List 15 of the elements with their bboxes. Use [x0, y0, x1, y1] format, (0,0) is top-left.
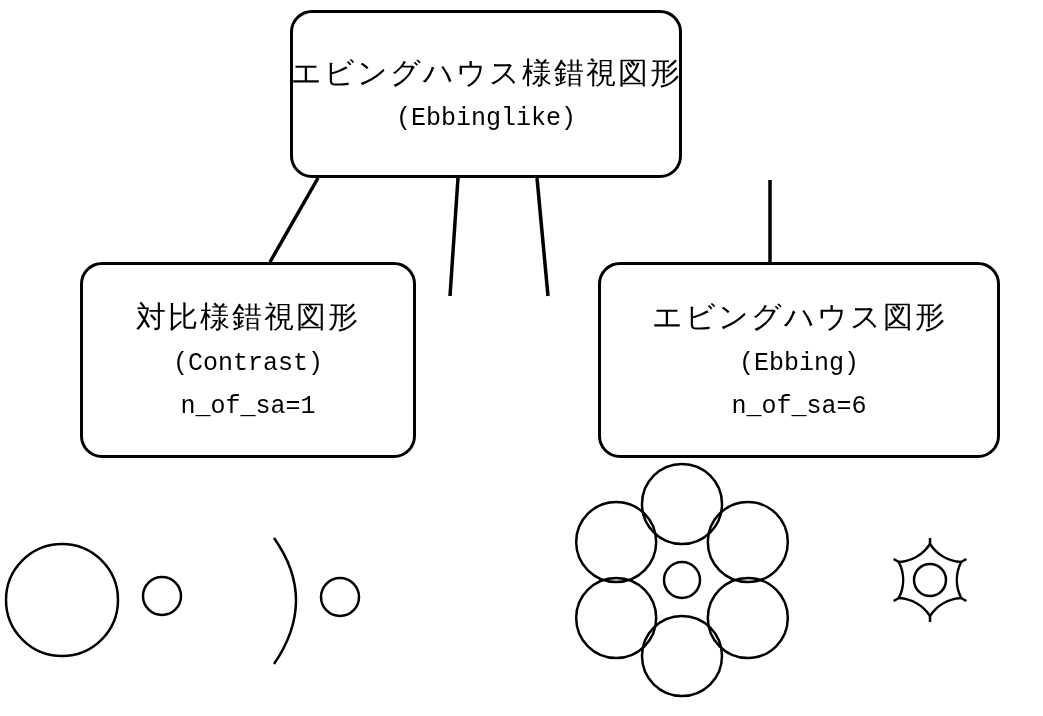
rounded-box — [598, 262, 1000, 458]
node-subtitle: (Ebbing) — [739, 347, 859, 379]
connector-line — [535, 177, 550, 297]
node-subtitle: (Contrast) — [173, 347, 323, 379]
node-parameter: n_of_sa=6 — [731, 390, 867, 422]
rounded-box — [290, 10, 682, 178]
node-title: 対比様錯視図形 — [136, 298, 360, 336]
node-title: エビングハウス図形 — [651, 298, 947, 336]
connector-line — [268, 177, 320, 263]
connector-line — [768, 180, 772, 262]
node-title: エビングハウス様錯視図形 — [290, 53, 682, 92]
node-subtitle: (Ebbinglike) — [396, 103, 576, 135]
node-parameter: n_of_sa=1 — [180, 390, 316, 422]
connector-line — [448, 177, 460, 297]
rounded-box — [80, 262, 416, 458]
